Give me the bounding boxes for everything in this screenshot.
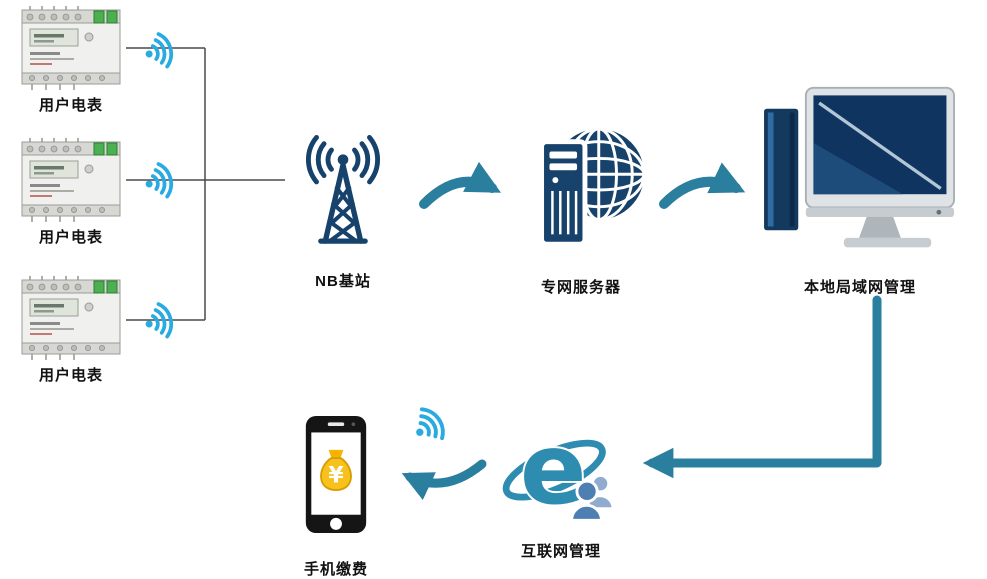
arrow-lan-to-internet <box>642 295 882 479</box>
arrow-internet-to-phone <box>401 459 487 500</box>
label-phone-payment: 手机缴费 <box>303 561 368 578</box>
arrow-server-to-lan <box>659 162 746 209</box>
arrow-nb-to-server <box>419 161 502 209</box>
smartphone-payment-icon <box>304 414 368 535</box>
label-meter-1: 用户电表 <box>38 97 103 114</box>
desktop-computer-icon <box>760 84 960 255</box>
label-nb-station: NB基站 <box>315 273 371 290</box>
energy-meter-icon <box>16 276 126 360</box>
energy-meter-icon <box>16 138 126 222</box>
label-lan-management: 本地局域网管理 <box>803 279 916 296</box>
cell-tower-icon <box>281 126 405 250</box>
browser-users-icon <box>498 420 624 528</box>
server-globe-icon <box>512 120 650 258</box>
label-private-server: 专网服务器 <box>540 279 621 296</box>
label-internet-management: 互联网管理 <box>520 543 601 560</box>
label-meter-3: 用户电表 <box>38 367 103 384</box>
energy-meter-icon <box>16 6 126 90</box>
label-meter-2: 用户电表 <box>38 229 103 246</box>
